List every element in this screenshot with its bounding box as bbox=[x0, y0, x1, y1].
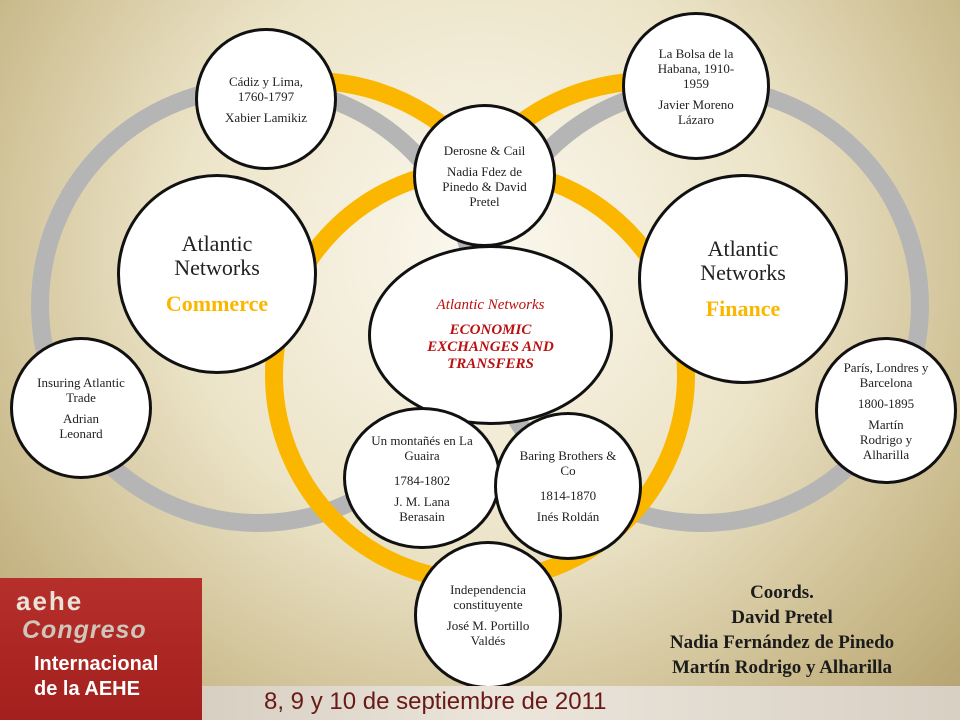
hub-node: Atlantic Networks ECONOMIC EXCHANGES AND… bbox=[368, 245, 613, 425]
node-insuring-author: Adrian Leonard bbox=[59, 411, 103, 441]
coords-name-3: Martín Rodrigo y Alharilla bbox=[671, 657, 893, 678]
node-paris-author: Martín Rodrigo y Alharilla bbox=[859, 416, 913, 462]
node-insuring-title: Insuring Atlantic Trade bbox=[37, 375, 125, 405]
node-cadiz-title: Cádiz y Lima, 1760-1797 bbox=[228, 73, 303, 104]
coords-name-1: David Pretel bbox=[731, 607, 833, 628]
node-derosne: Derosne & Cail Nadia Fdez de Pinedo & Da… bbox=[413, 104, 556, 247]
logo-internacional: Internacional bbox=[34, 653, 159, 675]
congress-logo: aehe Congreso Internacional de la AEHE bbox=[0, 578, 202, 720]
commerce-node: Atlantic Networks Commerce bbox=[117, 174, 317, 374]
logo-congreso: Congreso bbox=[22, 616, 147, 644]
finance-node: Atlantic Networks Finance bbox=[638, 174, 848, 384]
commerce-label: Commerce bbox=[165, 291, 269, 316]
finance-label: Finance bbox=[705, 296, 781, 321]
coordinators-block: Coords. David Pretel Nadia Fernández de … bbox=[632, 580, 932, 680]
node-montanes-years: 1784-1802 bbox=[393, 472, 451, 488]
node-paris: París, Londres y Barcelona 1800-1895 Mar… bbox=[815, 337, 957, 484]
node-baring: Baring Brothers & Co 1814-1870 Inés Rold… bbox=[494, 412, 642, 560]
node-insuring: Insuring Atlantic Trade Adrian Leonard bbox=[10, 337, 152, 479]
node-paris-title: París, Londres y Barcelona bbox=[843, 359, 929, 390]
date-banner: 8, 9 y 10 de septiembre de 2011 bbox=[202, 686, 960, 720]
node-baring-years: 1814-1870 bbox=[539, 488, 597, 503]
node-independencia-author: José M. Portillo Valdés bbox=[446, 618, 530, 648]
logo-aehe-full: de la AEHE bbox=[34, 678, 140, 700]
node-bolsa-author: Javier Moreno Lázaro bbox=[658, 96, 734, 127]
logo-aehe: aehe bbox=[16, 586, 84, 616]
node-paris-years: 1800-1895 bbox=[857, 395, 915, 411]
hub-subtitle: ECONOMIC EXCHANGES AND TRANSFERS bbox=[427, 322, 554, 372]
node-independencia-title: Independencia constituyente bbox=[450, 582, 526, 612]
coords-heading: Coords. bbox=[750, 582, 814, 603]
node-montanes: Un montañés en La Guaira 1784-1802 J. M.… bbox=[343, 407, 501, 549]
node-cadiz: Cádiz y Lima, 1760-1797 Xabier Lamikiz bbox=[195, 28, 337, 170]
node-bolsa-title: La Bolsa de la Habana, 1910-1959 bbox=[657, 45, 735, 91]
hub-title: Atlantic Networks bbox=[436, 297, 545, 313]
node-independencia: Independencia constituyente José M. Port… bbox=[414, 541, 562, 689]
node-montanes-author: J. M. Lana Berasain bbox=[394, 493, 450, 524]
coords-name-2: Nadia Fernández de Pinedo bbox=[669, 632, 895, 653]
node-baring-title: Baring Brothers & Co bbox=[519, 448, 617, 478]
date-banner-text: 8, 9 y 10 de septiembre de 2011 bbox=[264, 688, 607, 715]
node-derosne-title: Derosne & Cail bbox=[443, 142, 526, 158]
node-baring-author: Inés Roldán bbox=[536, 509, 600, 524]
node-derosne-author: Nadia Fdez de Pinedo & David Pretel bbox=[442, 163, 527, 209]
finance-title: Atlantic Networks bbox=[700, 236, 786, 285]
node-montanes-title: Un montañés en La Guaira bbox=[371, 432, 473, 463]
node-bolsa: La Bolsa de la Habana, 1910-1959 Javier … bbox=[622, 12, 770, 160]
node-cadiz-author: Xabier Lamikiz bbox=[225, 109, 307, 125]
commerce-title: Atlantic Networks bbox=[174, 231, 260, 280]
